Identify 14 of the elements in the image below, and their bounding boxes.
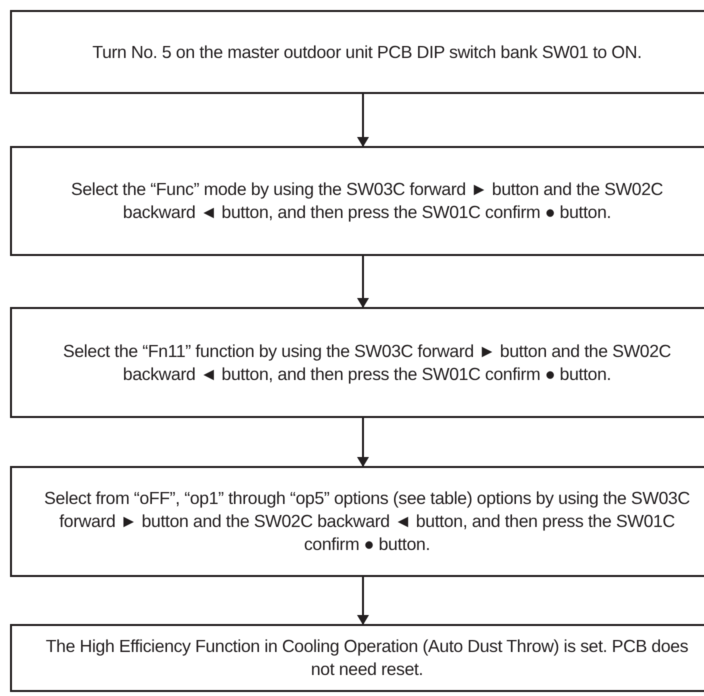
step-text: Select from “oFF”, “op1” through “op5” options (see table) options by using the SW03C forward ► button and the SW02C backward ◄ button, and then press the SW01C confirm ● button. [43,487,691,556]
process-box [10,466,704,577]
step-text: Select the “Func” mode by using the SW03C forward ► button and the SW02C backward ◄ button, and then press the SW01C confirm ● button. [70,178,664,224]
arrow [357,94,369,147]
process-box [10,307,704,418]
step-text: The High Efficiency Function in Cooling Operation (Auto Dust Throw) is set. PCB does not need reset. [44,635,690,681]
arrow [357,577,369,625]
arrow [357,418,369,467]
process-box [10,146,704,256]
step-text: Turn No. 5 on the master outdoor unit PCB DIP switch bank SW01 to ON. [92,40,642,64]
process-box [10,624,704,692]
step-text: Select the “Fn11” function by using the SW03C forward ► button and the SW02C backward ◄ button, and then press the SW01C confirm ● button. [62,340,672,386]
arrow [357,256,369,308]
process-box [10,10,704,94]
